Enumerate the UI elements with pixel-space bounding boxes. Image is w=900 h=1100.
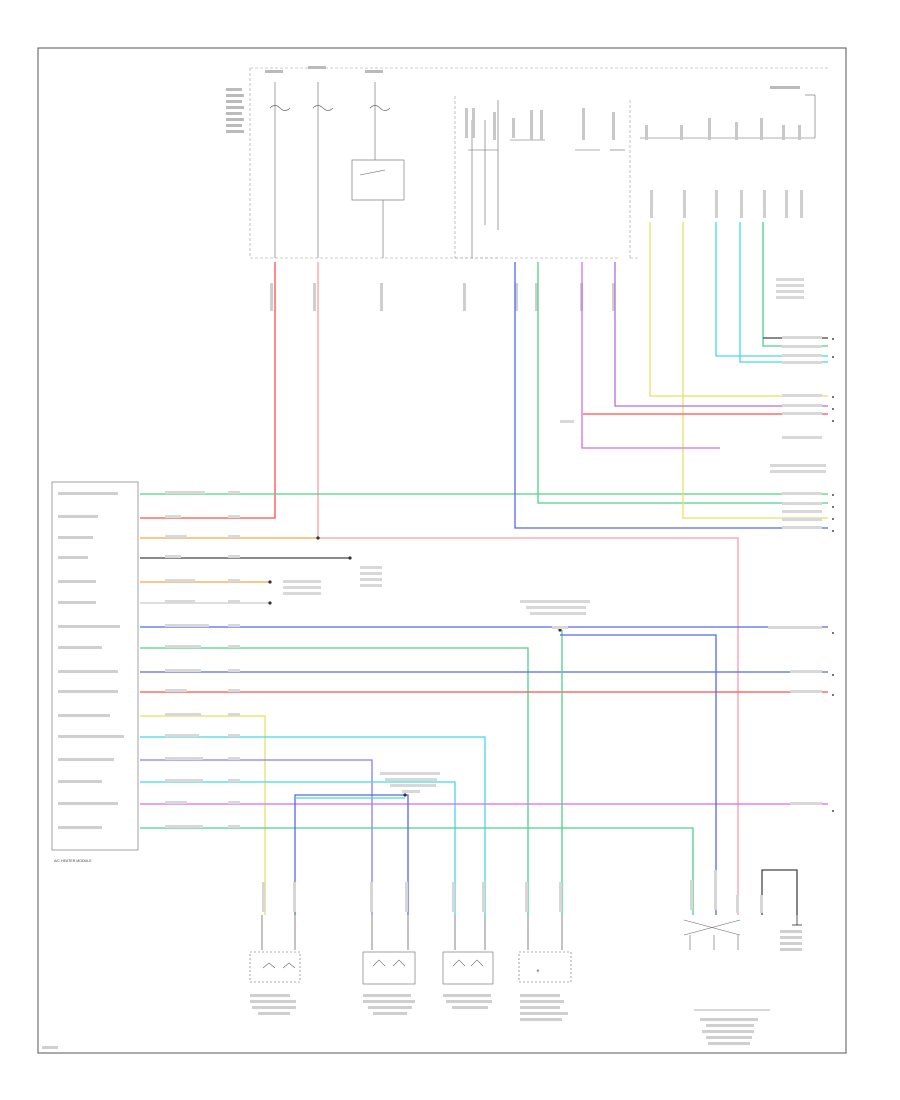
wire-green-sig — [140, 647, 529, 915]
connector-labels — [270, 190, 803, 311]
wire-yellow-2 — [682, 222, 828, 519]
power-distribution-box — [226, 66, 828, 259]
diagram-frame — [37, 47, 847, 1054]
wire-splice-blue — [294, 794, 409, 915]
wire-cyan-mode — [140, 781, 456, 915]
splice-dots — [268, 536, 562, 797]
wire-violet-mode — [140, 759, 373, 915]
module-pin-labels — [165, 278, 826, 828]
wire-green-relay — [537, 262, 828, 504]
component-connectors: T — [249, 870, 802, 1011]
module-label: A/C HEATER MODULE — [54, 859, 92, 863]
wire-yellow — [649, 222, 828, 397]
wire-blue-relay — [514, 262, 828, 529]
right-edge-pins — [832, 338, 834, 812]
svg-text:T: T — [537, 969, 539, 973]
wire-pink-fused — [317, 262, 739, 915]
component-label-marks — [42, 930, 802, 1049]
wire-green-recirc — [140, 827, 694, 915]
ac-heater-module: A/C HEATER MODULE — [51, 481, 139, 863]
wire-transducer-blue — [560, 634, 717, 915]
wire-cyan-blend — [140, 736, 486, 915]
wire-yellow-blend — [140, 715, 266, 915]
wire-red — [140, 262, 276, 519]
wire-transducer-black — [761, 869, 798, 915]
wire-violet-2 — [614, 262, 828, 407]
wire-cyan-1 — [715, 222, 828, 357]
wire-violet-panel — [581, 262, 720, 449]
